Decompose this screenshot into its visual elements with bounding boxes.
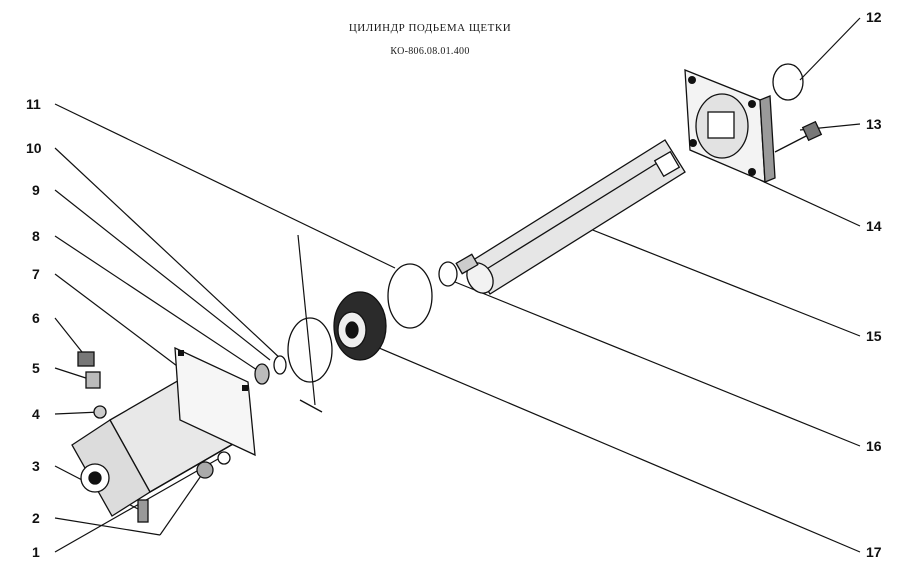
leader-9	[54, 189, 271, 361]
callout-8: 8	[32, 228, 40, 244]
part-number: КО-806.08.01.400	[390, 46, 470, 57]
callout-16: 16	[866, 438, 882, 454]
seal-12	[772, 63, 804, 101]
leader-7	[54, 273, 186, 373]
callout-3: 3	[32, 458, 40, 474]
diagram-title: ЦИЛИНДР ПОДЬЕМА ЩЕТКИ	[348, 22, 512, 34]
end-flange	[684, 69, 776, 184]
washers	[254, 355, 323, 413]
o-ring-large-a	[287, 317, 333, 383]
leader-17	[371, 344, 861, 553]
leader-16	[454, 281, 861, 447]
leader-15	[579, 224, 861, 337]
ball-4	[93, 405, 107, 419]
piston-rod	[455, 139, 686, 295]
o-ring-small	[438, 261, 458, 287]
callout-11: 11	[26, 96, 41, 112]
leader-11b	[297, 234, 316, 406]
callout-5: 5	[32, 360, 40, 376]
callout-6: 6	[32, 310, 40, 326]
o-ring-large-b	[387, 263, 433, 329]
leader-6	[54, 317, 83, 353]
callout-9: 9	[32, 182, 40, 198]
cylinder-body	[71, 346, 256, 517]
nut-2	[196, 461, 214, 479]
leader-10	[54, 147, 283, 361]
callout-1: 1	[32, 544, 40, 560]
plug-6	[77, 351, 95, 367]
leader-8	[54, 235, 261, 373]
callout-15: 15	[866, 328, 882, 344]
callout-10: 10	[26, 140, 42, 156]
callout-2: 2	[32, 510, 40, 526]
fittings	[77, 351, 231, 523]
seals-and-piston	[287, 261, 458, 383]
washer-9	[273, 355, 287, 375]
fitting-3	[137, 499, 149, 523]
washer-1	[217, 451, 231, 465]
leader-11	[54, 103, 396, 269]
leader-2b	[159, 469, 206, 536]
callout-4: 4	[32, 406, 40, 422]
gland-8	[254, 363, 270, 385]
leader-4	[54, 411, 101, 415]
callout-14: 14	[866, 218, 882, 234]
spring-5	[85, 371, 101, 389]
leader-lines	[54, 17, 861, 553]
pin-11	[299, 399, 323, 413]
callout-7: 7	[32, 266, 40, 282]
leader-14	[759, 179, 861, 227]
bolt-13	[774, 133, 811, 153]
callout-17: 17	[866, 544, 882, 560]
flange-hardware	[772, 63, 823, 153]
callout-12: 12	[866, 9, 882, 25]
leader-2	[54, 517, 161, 536]
leader-12	[799, 17, 861, 81]
callout-labels: 1 2 3 4 5 6 7 8 9 10 11 12 13 14 15 16 1…	[26, 9, 882, 560]
callout-13: 13	[866, 116, 882, 132]
